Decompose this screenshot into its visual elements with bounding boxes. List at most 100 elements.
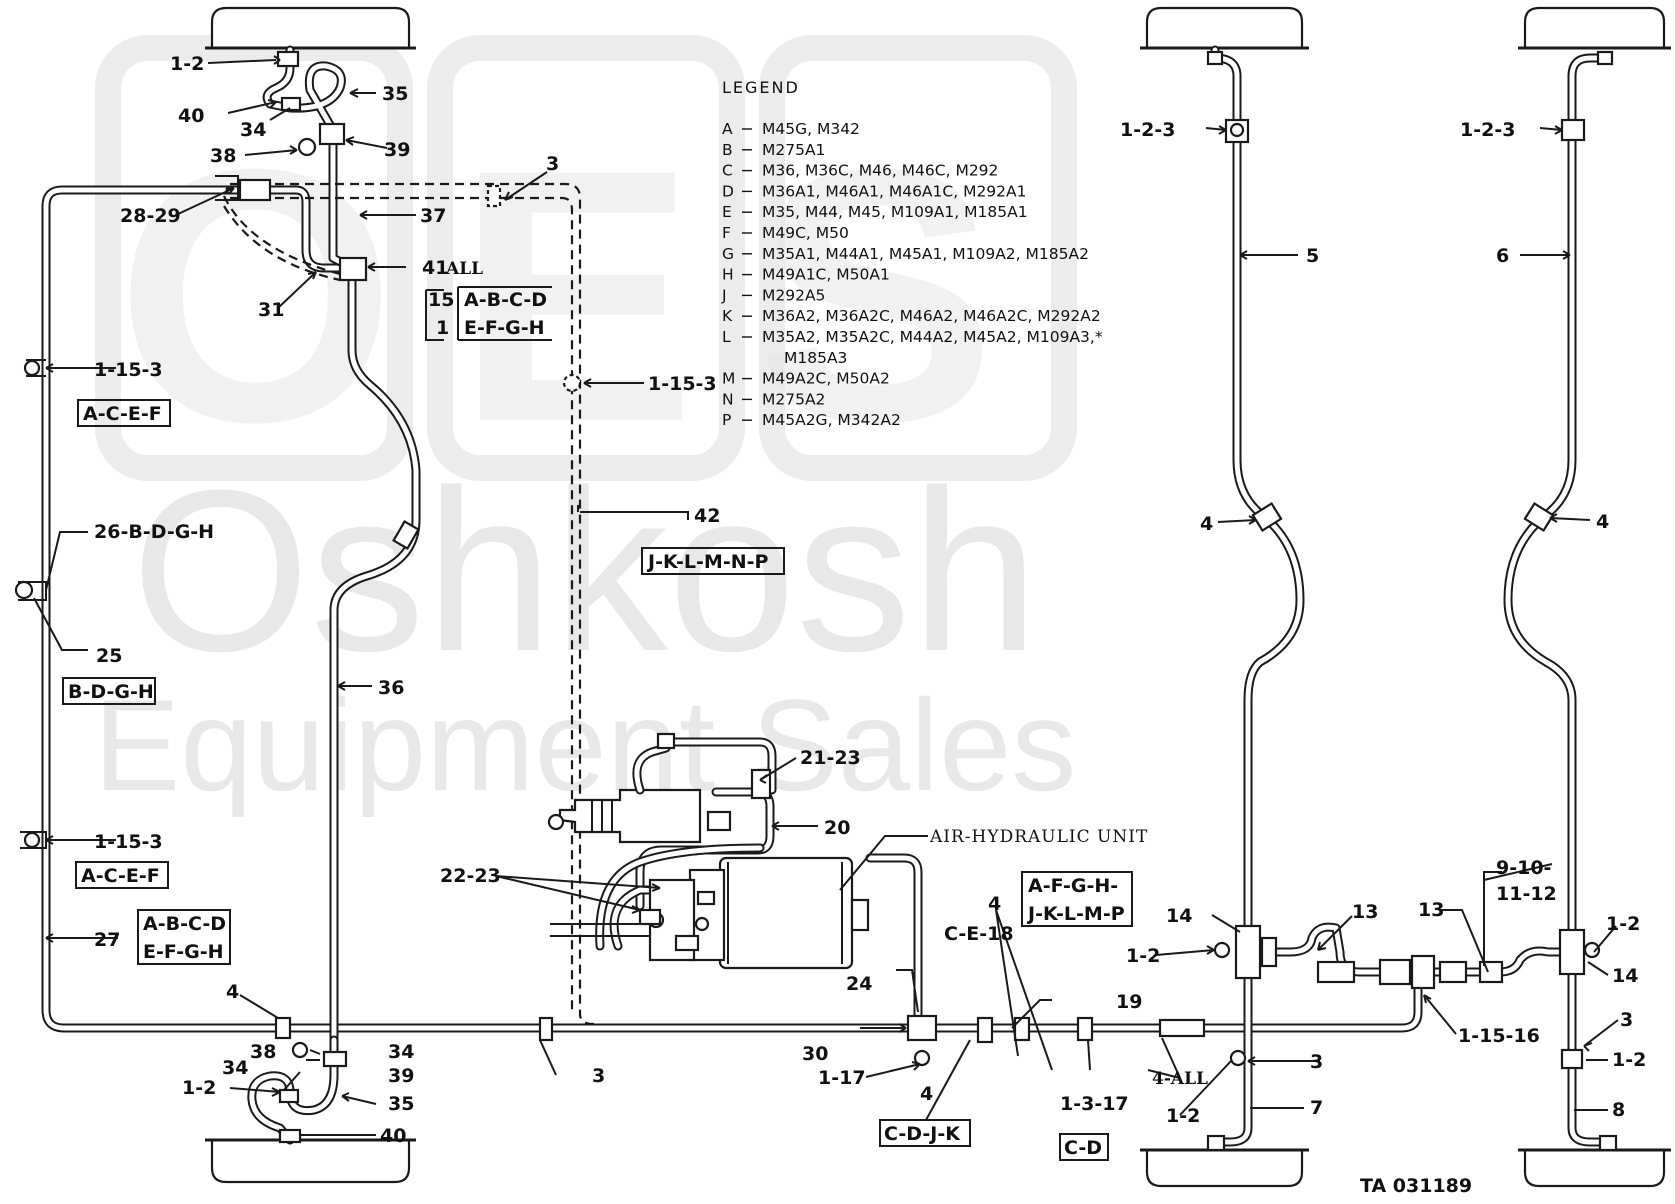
legend-models: M49C, M50 <box>762 224 849 242</box>
legend-models: M49A1C, M50A1 <box>762 266 890 284</box>
callout-9-10: 9-10- <box>1496 857 1551 879</box>
callout-34-top: 34 <box>240 119 266 141</box>
callout-28-29: 28-29 <box>120 205 181 227</box>
group-j-k-l-m-n-p: J-K-L-M-N-P <box>646 551 768 573</box>
callout-1-15-3-left: 1-15-3 <box>94 359 163 381</box>
callout-1-15-3-mid: 1-15-3 <box>648 373 717 395</box>
callout-30: 30 <box>802 1043 828 1065</box>
callout-20: 20 <box>824 817 850 839</box>
callout-5: 5 <box>1306 245 1319 267</box>
callout-1-17: 1-17 <box>818 1067 866 1089</box>
group-e-f-g-h-2: E-F-G-H <box>143 941 224 963</box>
callout-22-23: 22-23 <box>440 865 501 887</box>
watermark-line1: Oshkosh <box>131 442 1039 699</box>
air-hydraulic-unit <box>547 732 870 970</box>
legend-models: M45G, M342 <box>762 120 860 138</box>
callout-3-top: 3 <box>546 153 559 175</box>
callout-19: 19 <box>1116 991 1142 1013</box>
wheel-rear-left <box>205 1138 416 1184</box>
group-boxes <box>62 286 1133 1161</box>
callout-1-2-r2b: 1-2 <box>1612 1049 1646 1071</box>
leader-lines <box>33 55 1619 1136</box>
legend-key: N <box>722 390 734 408</box>
callout-labels: 1-2 35 40 34 38 39 3 28-29 37 41 ALL 15 … <box>68 53 1646 1197</box>
group-a-b-c-d: A-B-C-D <box>464 289 547 311</box>
legend-models: M35A1, M44A1, M45A1, M109A2, M185A2 <box>762 245 1089 263</box>
callout-40-top: 40 <box>178 105 204 127</box>
callout-15: 15 <box>428 289 454 311</box>
callout-36: 36 <box>378 677 404 699</box>
fittings <box>14 50 1618 1152</box>
legend-models: M36A1, M46A1, M46A1C, M292A1 <box>762 182 1027 200</box>
callout-1-15-16: 1-15-16 <box>1458 1025 1540 1047</box>
legend-key: A <box>722 120 733 138</box>
callout-4-r2: 4 <box>1596 511 1609 533</box>
legend-models: M275A2 <box>762 390 825 408</box>
wheel-front-left <box>205 6 416 50</box>
pipe-network <box>41 45 1610 1147</box>
legend-key: G <box>722 245 734 263</box>
watermark-letters: OES <box>116 95 1056 497</box>
legend-key: C <box>722 162 733 180</box>
callout-3-r1: 3 <box>1310 1051 1323 1073</box>
callout-1-2-bot: 1-2 <box>182 1077 216 1099</box>
legend-models: M275A1 <box>762 141 825 159</box>
group-b-d-g-h: B-D-G-H <box>68 681 154 703</box>
watermark-line2: Equipment Sales <box>94 672 1077 818</box>
callout-4-all: 4-ALL <box>1152 1069 1208 1089</box>
callout-13-a: 13 <box>1352 901 1378 923</box>
callout-40-bot: 40 <box>380 1125 406 1147</box>
callout-4-r1: 4 <box>1200 513 1213 535</box>
legend-models: M36, M36C, M46, M46C, M292 <box>762 162 998 180</box>
callout-38-bot: 38 <box>250 1041 276 1063</box>
callout-1: 1 <box>436 317 449 339</box>
callout-39-bot: 39 <box>388 1065 414 1087</box>
group-j-k-l-m-p: J-K-L-M-P <box>1026 903 1125 925</box>
legend-key: L <box>722 328 731 346</box>
callout-1-2-r2: 1-2 <box>1606 913 1640 935</box>
legend-key: M <box>722 370 735 388</box>
callout-11-12: 11-12 <box>1496 883 1557 905</box>
callout-1-2-3-r2: 1-2-3 <box>1460 119 1515 141</box>
group-a-c-e-f-2: A-C-E-F <box>81 865 160 887</box>
callout-41: 41 <box>422 257 448 279</box>
legend-models: M36A2, M36A2C, M46A2, M46A2C, M292A2 <box>762 307 1101 325</box>
callout-1-15-3-low: 1-15-3 <box>94 831 163 853</box>
group-c-d-j-k: C-D-J-K <box>884 1123 961 1145</box>
callout-39-top: 39 <box>384 139 410 161</box>
callout-34-bot2: 34 <box>222 1057 248 1079</box>
wheel-front-right-1 <box>1140 6 1309 50</box>
legend-models: M35, M44, M45, M109A1, M185A1 <box>762 203 1028 221</box>
callout-4-mid: 4 <box>988 893 1001 915</box>
callout-25: 25 <box>96 645 122 667</box>
group-c-d: C-D <box>1064 1137 1102 1159</box>
legend-models: M49A2C, M50A2 <box>762 370 890 388</box>
callout-c-e-18: C-E-18 <box>944 923 1014 945</box>
legend-models: M35A2, M35A2C, M44A2, M45A2, M109A3,* <box>762 328 1103 346</box>
legend-key: F <box>722 224 731 242</box>
legend-key: J <box>721 286 727 304</box>
callout-8: 8 <box>1612 1099 1625 1121</box>
legend-key: E <box>722 203 732 221</box>
callout-1-2-r1: 1-2 <box>1126 945 1160 967</box>
legend-key: B <box>722 141 733 159</box>
legend-key: K <box>722 307 733 325</box>
callout-1-3-17: 1-3-17 <box>1060 1093 1129 1115</box>
group-a-f-g-h: A-F-G-H- <box>1028 875 1118 897</box>
group-a-b-c-d-2: A-B-C-D <box>143 913 226 935</box>
group-e-f-g-h: E-F-G-H <box>464 317 545 339</box>
legend-models: M45A2G, M342A2 <box>762 411 901 429</box>
callout-14-r1: 14 <box>1166 905 1192 927</box>
callout-31: 31 <box>258 299 284 321</box>
alternate-line-42 <box>223 182 595 1026</box>
legend-key: H <box>722 266 734 284</box>
legend-key: P <box>722 411 731 429</box>
callout-27: 27 <box>94 929 120 951</box>
callout-37: 37 <box>420 205 446 227</box>
legend-models: M292A5 <box>762 286 825 304</box>
watermark: OES Oshkosh Equipment Sales <box>94 35 1077 818</box>
callout-21-23: 21-23 <box>800 747 861 769</box>
